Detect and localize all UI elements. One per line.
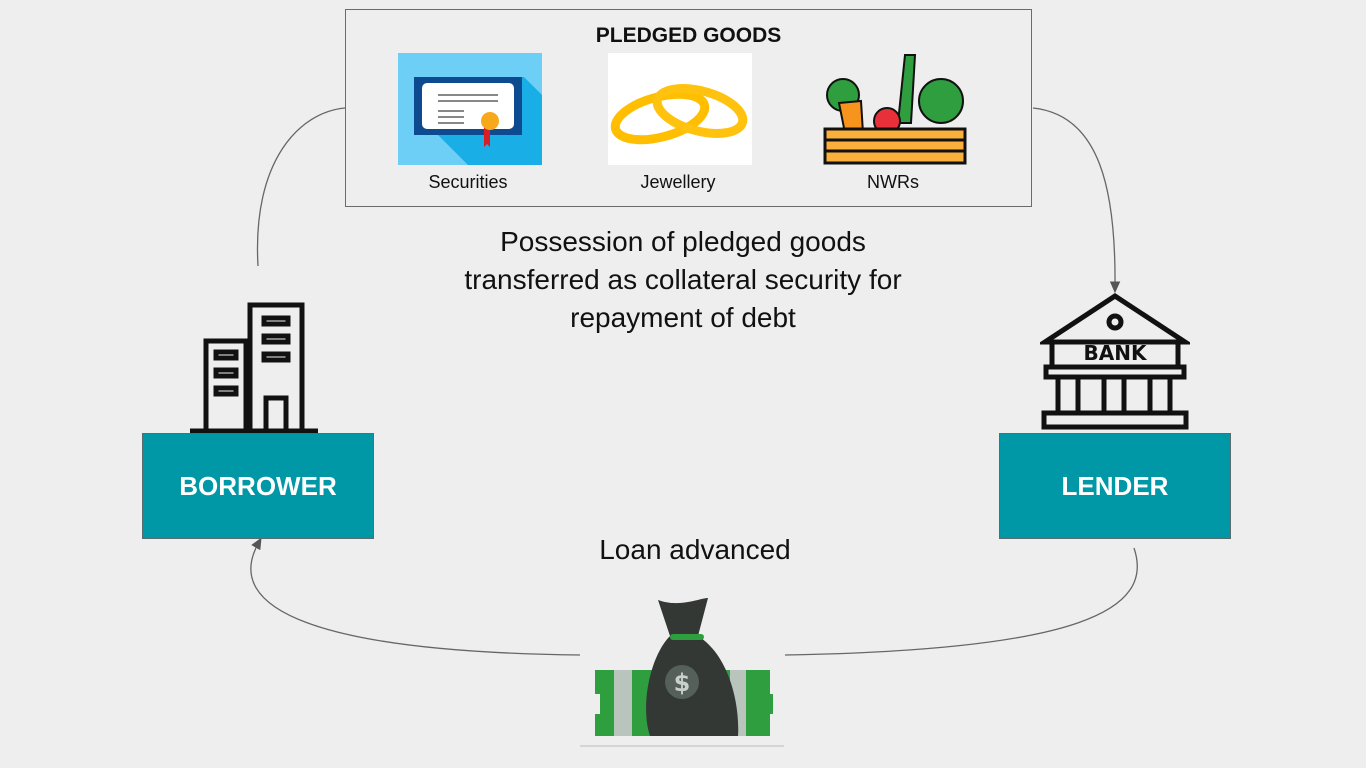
- item-label-jewellery: Jewellery: [640, 172, 716, 192]
- arrow-goods-to-lender: [1032, 107, 1121, 294]
- item-label-securities: Securities: [428, 172, 508, 192]
- collateral-caption: Possession of pledged goods transferred …: [380, 223, 986, 337]
- caption-line: transferred as collateral security for: [464, 264, 902, 295]
- pledged-goods-box: [345, 9, 1032, 207]
- caption-line: Possession of pledged goods: [500, 226, 866, 257]
- office-building-icon: [190, 302, 318, 434]
- certificate-icon: [398, 53, 542, 165]
- item-label-nwrs: NWRs: [867, 172, 919, 192]
- money-bag-icon: $: [595, 598, 773, 736]
- borrower-box: BORROWER: [142, 433, 374, 539]
- vegetable-crate-icon: [823, 54, 967, 165]
- arrow-money-to-borrower: [250, 537, 581, 656]
- rings-icon: [608, 53, 752, 165]
- bank-icon-text: BANK: [1084, 341, 1148, 365]
- line-lender-to-money: [784, 547, 1138, 656]
- arrow-borrower-to-goods: [256, 107, 346, 267]
- loan-caption: Loan advanced: [599, 534, 791, 565]
- dollar-symbol: $: [674, 669, 691, 697]
- caption-line: repayment of debt: [570, 302, 796, 333]
- lender-box: LENDER: [999, 433, 1231, 539]
- pledged-goods-title: PLEDGED GOODS: [595, 24, 782, 47]
- bank-icon: BANK: [1040, 293, 1190, 430]
